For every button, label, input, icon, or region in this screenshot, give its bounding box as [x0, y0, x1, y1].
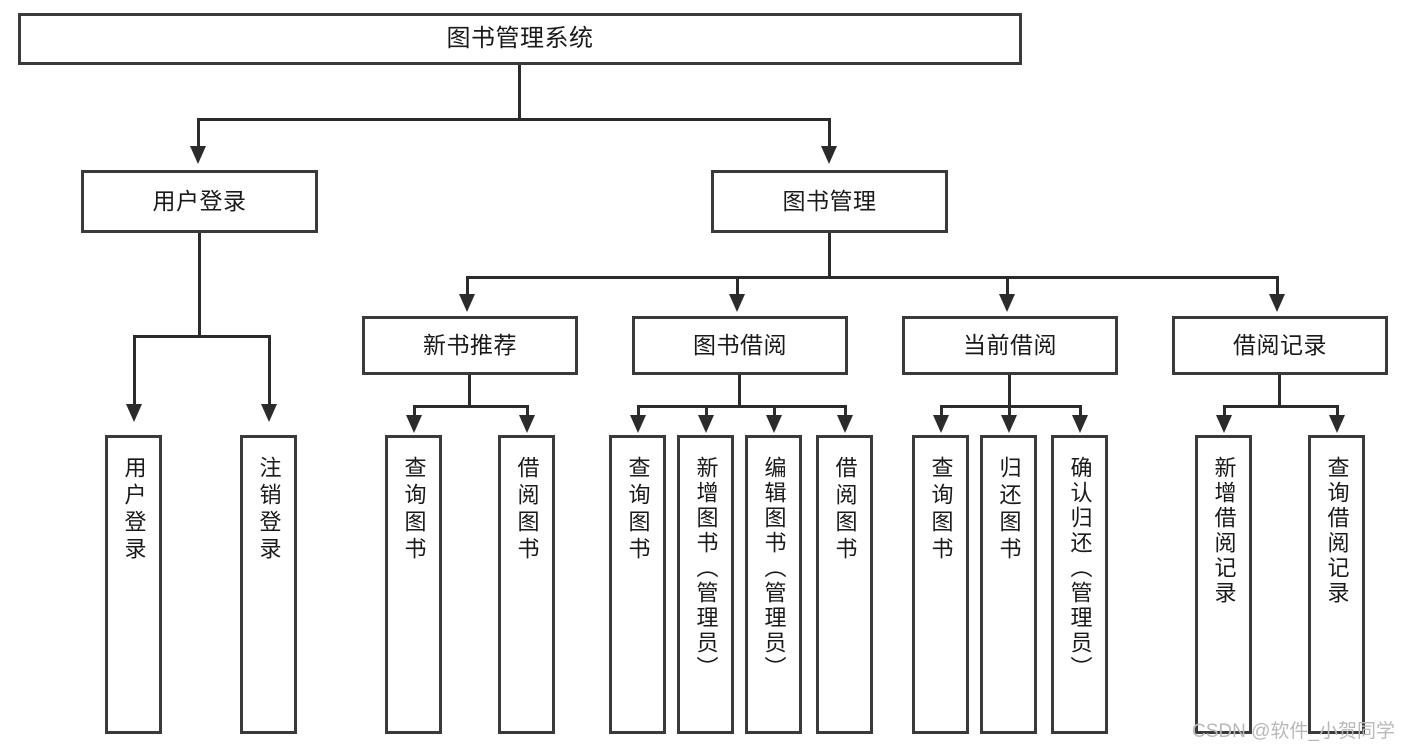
node-user-login[interactable]: 用户登录 — [81, 170, 318, 233]
connector-level3-drop-2 — [736, 276, 739, 296]
node-label: 编辑图书（管理员） — [761, 456, 787, 681]
leaf-return-books[interactable]: 归还图书 — [980, 435, 1037, 734]
arrow-borrow-2 — [698, 415, 714, 433]
connector-level3-bus — [466, 276, 1278, 279]
leaf-query-books-current[interactable]: 查询图书 — [912, 435, 969, 734]
connector-newbook-drop-1 — [413, 405, 416, 417]
connector-current-drop-2 — [1008, 405, 1011, 417]
connector-level2-drop-1 — [197, 118, 200, 148]
connector-level3-drop-4 — [1276, 276, 1279, 296]
node-root-book-management-system[interactable]: 图书管理系统 — [18, 13, 1022, 65]
node-book-management[interactable]: 图书管理 — [711, 170, 948, 233]
node-label: 图书管理系统 — [446, 24, 594, 52]
leaf-borrow-books-borrow[interactable]: 借阅图书 — [816, 435, 873, 734]
connector-borrow-drop-4 — [844, 405, 847, 417]
arrow-user-login-2 — [261, 404, 277, 422]
connector-borrow-drop-3 — [773, 405, 776, 417]
arrow-level3-1 — [459, 294, 475, 312]
node-borrowing-records[interactable]: 借阅记录 — [1172, 316, 1388, 375]
node-new-book-recommendation[interactable]: 新书推荐 — [362, 316, 578, 375]
leaf-confirm-return-admin[interactable]: 确认归还（管理员） — [1051, 435, 1108, 734]
node-label: 图书借阅 — [693, 331, 787, 358]
leaf-query-books-borrow[interactable]: 查询图书 — [609, 435, 666, 734]
csdn-watermark: CSDN @软件_小贺同学 — [1192, 721, 1395, 742]
arrow-level2-2 — [821, 146, 837, 164]
arrow-level2-1 — [190, 146, 206, 164]
node-label: 用户登录 — [121, 456, 147, 564]
arrow-current-2 — [1001, 415, 1017, 433]
node-book-borrowing[interactable]: 图书借阅 — [632, 316, 848, 375]
connector-level3-drop-1 — [466, 276, 469, 296]
arrow-level3-4 — [1269, 294, 1285, 312]
arrow-current-1 — [933, 415, 949, 433]
arrow-level3-3 — [999, 294, 1015, 312]
connector-newbook-drop-2 — [526, 405, 529, 417]
connector-borrow-bus — [637, 405, 847, 408]
connector-user-login-bus — [133, 335, 271, 338]
leaf-user-login[interactable]: 用户登录 — [105, 435, 162, 734]
arrow-current-3 — [1072, 415, 1088, 433]
arrow-newbook-1 — [406, 415, 422, 433]
leaf-add-book-admin[interactable]: 新增图书（管理员） — [677, 435, 734, 734]
connector-records-drop-1 — [1223, 405, 1226, 417]
node-label: 查询图书 — [928, 456, 954, 564]
node-label: 注销登录 — [256, 456, 282, 564]
connector-user-login-drop-2 — [268, 335, 271, 405]
connector-records-drop-2 — [1336, 405, 1339, 417]
connector-level2-bus — [197, 118, 831, 121]
connector-user-login-drop-1 — [133, 335, 136, 405]
leaf-query-borrow-record[interactable]: 查询借阅记录 — [1308, 435, 1365, 734]
connector-user-login-stem — [198, 233, 201, 335]
arrow-borrow-1 — [630, 415, 646, 433]
connector-current-drop-3 — [1079, 405, 1082, 417]
connector-newbook-stem — [468, 375, 471, 405]
leaf-borrow-books-newbook[interactable]: 借阅图书 — [498, 435, 555, 734]
node-label: 确认归还（管理员） — [1067, 456, 1093, 681]
node-label: 新增借阅记录 — [1211, 456, 1237, 606]
leaf-logout[interactable]: 注销登录 — [240, 435, 297, 734]
connector-level3-drop-3 — [1006, 276, 1009, 296]
arrow-level3-2 — [729, 294, 745, 312]
node-label: 用户登录 — [152, 187, 247, 214]
leaf-add-borrow-record[interactable]: 新增借阅记录 — [1195, 435, 1252, 734]
node-label: 新增图书（管理员） — [693, 456, 719, 681]
node-label: 当前借阅 — [963, 331, 1057, 358]
connector-current-stem — [1008, 375, 1011, 405]
node-label: 归还图书 — [996, 456, 1022, 564]
connector-borrow-drop-1 — [637, 405, 640, 417]
node-label: 借阅图书 — [832, 456, 858, 564]
arrow-user-login-1 — [126, 404, 142, 422]
node-label: 查询借阅记录 — [1324, 456, 1350, 606]
node-label: 新书推荐 — [423, 331, 517, 358]
leaf-query-books-newbook[interactable]: 查询图书 — [385, 435, 442, 734]
node-label: 查询图书 — [401, 456, 427, 564]
leaf-edit-book-admin[interactable]: 编辑图书（管理员） — [745, 435, 802, 734]
node-label: 图书管理 — [782, 187, 877, 214]
connector-level2-drop-2 — [828, 118, 831, 148]
connector-newbook-bus — [413, 405, 529, 408]
node-label: 查询图书 — [625, 456, 651, 564]
connector-borrow-drop-2 — [705, 405, 708, 417]
arrow-records-2 — [1329, 415, 1345, 433]
node-current-borrowing[interactable]: 当前借阅 — [902, 316, 1118, 375]
arrow-newbook-2 — [519, 415, 535, 433]
connector-book-mgmt-stem — [828, 233, 831, 276]
node-label: 借阅记录 — [1233, 331, 1327, 358]
arrow-borrow-4 — [837, 415, 853, 433]
connector-root-stem — [518, 65, 521, 118]
arrow-records-1 — [1216, 415, 1232, 433]
arrow-borrow-3 — [766, 415, 782, 433]
node-label: 借阅图书 — [514, 456, 540, 564]
connector-records-bus — [1223, 405, 1339, 408]
connector-current-bus — [940, 405, 1082, 408]
connector-current-drop-1 — [940, 405, 943, 417]
connector-records-stem — [1278, 375, 1281, 405]
connector-borrow-stem — [738, 375, 741, 405]
